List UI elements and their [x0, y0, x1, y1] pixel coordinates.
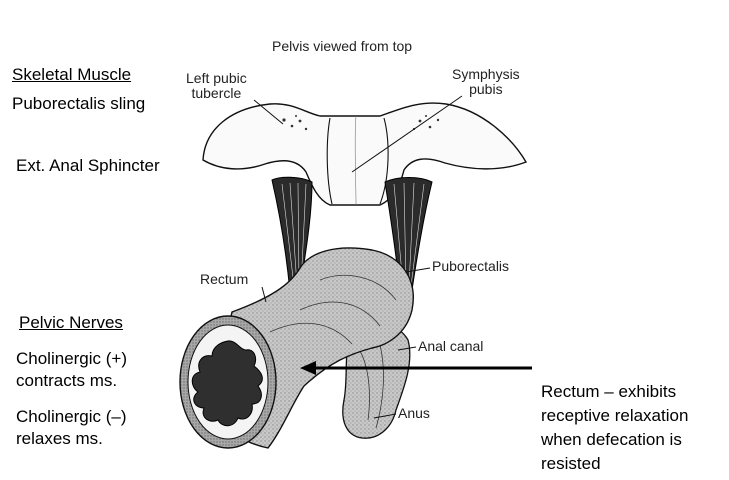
label-anus: Anus [398, 405, 430, 421]
label-left-pubic-tubercle: Left pubic tubercle [186, 70, 247, 101]
cholinergic-minus-text: Cholinergic (–) relaxes ms. [16, 407, 127, 448]
pelvic-nerves-heading: Pelvic Nerves [19, 313, 123, 332]
rectum-note: Rectum – exhibits receptive relaxation w… [541, 382, 689, 473]
cholinergic-plus-text: Cholinergic (+) contracts ms. [16, 349, 128, 390]
leader-lines [253, 95, 463, 419]
label-anal-canal: Anal canal [418, 338, 484, 354]
rectum-pointer-arrow [300, 361, 532, 375]
rectum-shape [179, 247, 414, 449]
label-rectum: Rectum [200, 271, 249, 287]
diagram-caption: Pelvis viewed from top [272, 38, 413, 54]
skeletal-muscle-heading: Skeletal Muscle [12, 65, 132, 84]
label-puborectalis: Puborectalis [432, 258, 510, 274]
label-symphysis-pubis: Symphysis pubis [452, 66, 520, 97]
ext-anal-sphincter-text: Ext. Anal Sphincter [16, 156, 160, 175]
puborectalis-sling-text: Puborectalis sling [12, 94, 146, 113]
pubic-bone [202, 102, 528, 206]
